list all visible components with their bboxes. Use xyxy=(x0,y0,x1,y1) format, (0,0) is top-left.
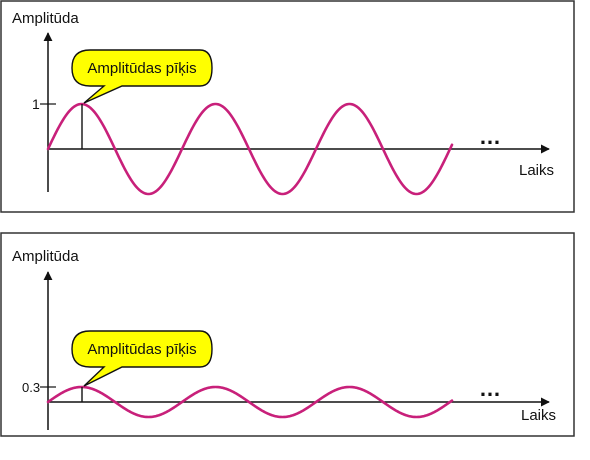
x-axis-label: Laiks xyxy=(521,407,556,424)
callout-text: Amplitūdas pīķis xyxy=(87,60,196,77)
continuation-ellipsis: … xyxy=(479,376,501,401)
wave-curve xyxy=(46,102,454,196)
callout-bubble xyxy=(71,49,213,104)
y-axis-label: Amplitūda xyxy=(12,10,79,27)
x-axis-label: Laiks xyxy=(519,162,554,179)
panel-low-amplitude: Amplitūda Laiks 0.3 Amplitūdas pīķis … xyxy=(0,232,575,437)
tick-label: 1 xyxy=(32,96,40,112)
y-axis-label: Amplitūda xyxy=(12,248,79,265)
wave-curve xyxy=(46,385,454,419)
tick-label: 0.3 xyxy=(22,380,40,395)
continuation-ellipsis: … xyxy=(479,124,501,149)
panel-high-amplitude: Amplitūda Laiks 1 Amplitūdas pīķis … xyxy=(0,0,575,213)
panel-frame xyxy=(0,232,575,437)
panel-frame xyxy=(0,0,575,213)
callout-text: Amplitūdas pīķis xyxy=(87,341,196,358)
callout-bubble xyxy=(71,330,213,387)
